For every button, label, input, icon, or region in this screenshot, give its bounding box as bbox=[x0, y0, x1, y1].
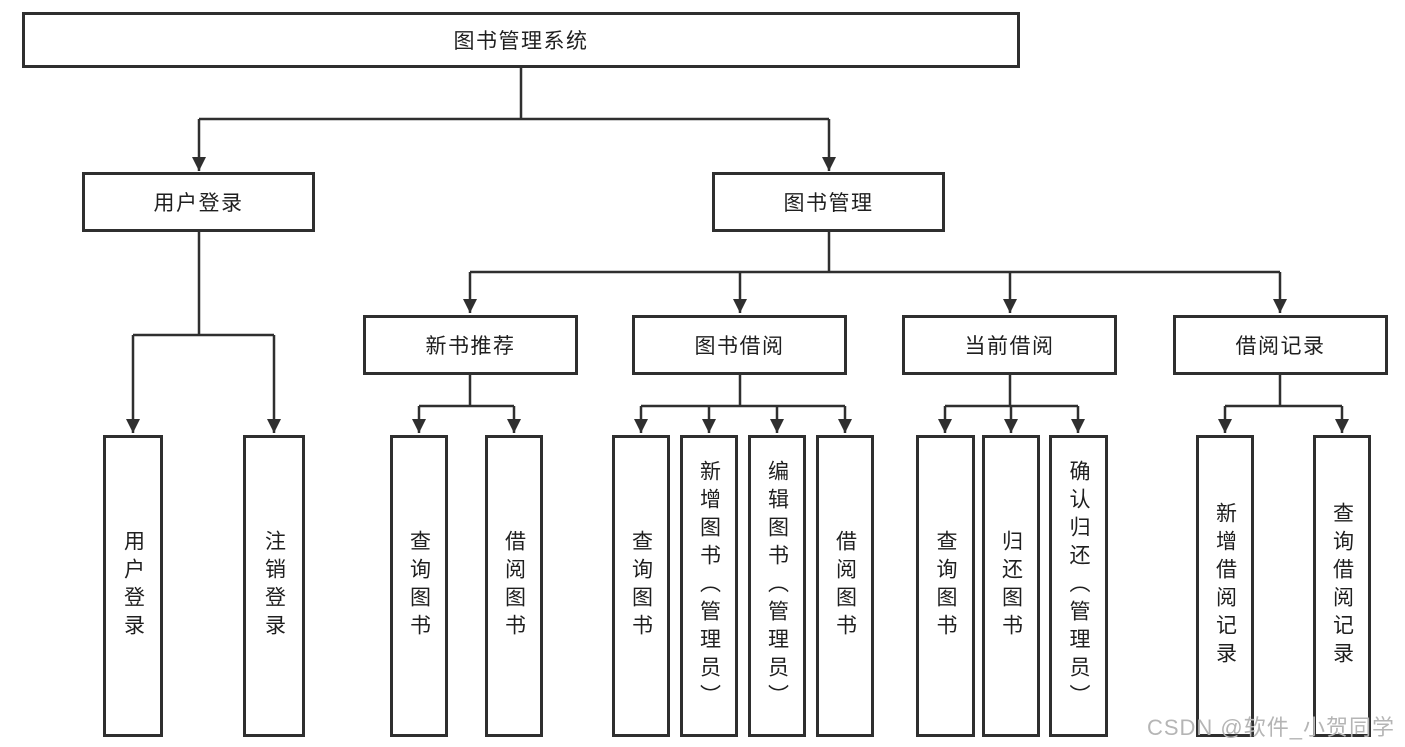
node-label: 图书管理 bbox=[783, 192, 874, 215]
node-label: 编辑图书（管理员） bbox=[765, 460, 789, 712]
node-root-system: 图书管理系统 bbox=[22, 12, 1020, 68]
node-borrow-records: 借阅记录 bbox=[1173, 315, 1388, 375]
leaf-borrow-book: 借阅图书 bbox=[816, 435, 874, 737]
node-label: 新增图书（管理员） bbox=[697, 460, 721, 712]
node-user-login: 用户登录 bbox=[82, 172, 315, 232]
node-label: 当前借阅 bbox=[964, 335, 1055, 358]
node-book-management: 图书管理 bbox=[712, 172, 945, 232]
node-label: 查询图书 bbox=[934, 530, 957, 642]
node-label: 查询图书 bbox=[407, 530, 431, 642]
leaf-borrow-book-recommend: 借阅图书 bbox=[485, 435, 543, 737]
leaf-query-book-recommend: 查询图书 bbox=[390, 435, 448, 737]
node-label: 新书推荐 bbox=[425, 335, 516, 358]
node-label: 借阅记录 bbox=[1235, 335, 1326, 358]
node-new-book-recommend: 新书推荐 bbox=[363, 315, 578, 375]
node-label: 查询借阅记录 bbox=[1330, 502, 1354, 670]
leaf-logout: 注销登录 bbox=[243, 435, 305, 737]
node-label: 借阅图书 bbox=[833, 530, 857, 642]
node-label: 用户登录 bbox=[153, 192, 244, 215]
leaf-add-borrow-record: 新增借阅记录 bbox=[1196, 435, 1254, 737]
node-book-borrow: 图书借阅 bbox=[632, 315, 847, 375]
leaf-confirm-return-admin: 确认归还（管理员） bbox=[1049, 435, 1108, 737]
node-label: 图书管理系统 bbox=[453, 30, 589, 53]
leaf-query-book-current: 查询图书 bbox=[916, 435, 975, 737]
node-label: 用户登录 bbox=[121, 530, 145, 642]
leaf-add-book-admin: 新增图书（管理员） bbox=[680, 435, 738, 737]
node-label: 注销登录 bbox=[262, 530, 286, 642]
node-label: 查询图书 bbox=[629, 530, 653, 642]
node-label: 图书借阅 bbox=[694, 335, 785, 358]
leaf-query-borrow-record: 查询借阅记录 bbox=[1313, 435, 1371, 737]
leaf-user-login: 用户登录 bbox=[103, 435, 163, 737]
leaf-edit-book-admin: 编辑图书（管理员） bbox=[748, 435, 806, 737]
node-label: 归还图书 bbox=[999, 530, 1023, 642]
csdn-watermark: CSDN @软件_小贺同学 bbox=[1146, 715, 1395, 740]
node-current-borrow: 当前借阅 bbox=[902, 315, 1117, 375]
leaf-query-book-borrow: 查询图书 bbox=[612, 435, 670, 737]
node-label: 借阅图书 bbox=[502, 530, 526, 642]
node-label: 确认归还（管理员） bbox=[1067, 460, 1090, 712]
leaf-return-book: 归还图书 bbox=[982, 435, 1040, 737]
node-label: 新增借阅记录 bbox=[1213, 502, 1237, 670]
